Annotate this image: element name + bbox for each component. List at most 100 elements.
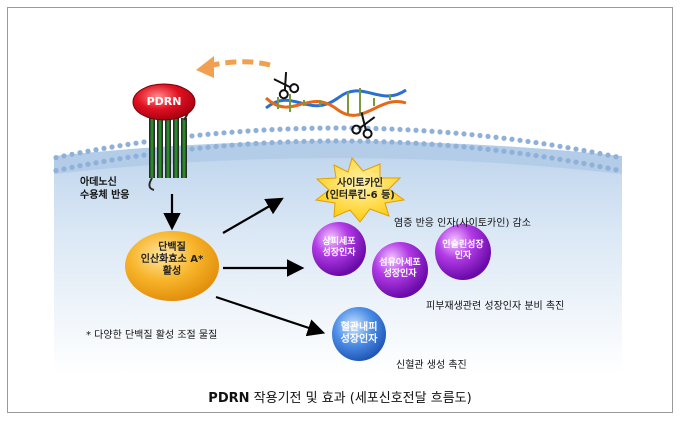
lipid-head [197, 145, 203, 151]
signal-diagram [53, 56, 622, 374]
lipid-head [341, 125, 347, 131]
lipid-head [365, 138, 371, 144]
lipid-head [413, 127, 419, 133]
lipid-head [301, 138, 307, 145]
lipid-head [133, 140, 139, 146]
lipid-head [573, 159, 579, 165]
cytokine-effect: 염증 반응 인자(사이토카인) 감소 [394, 218, 531, 229]
lipid-head [93, 160, 99, 166]
lipid-head [557, 143, 563, 149]
adenosine-receptor-icon [148, 93, 193, 191]
lipid-head [493, 147, 499, 153]
lipid-head [197, 132, 203, 138]
growth-factor-3-line1: 인슐린성장 [442, 240, 484, 250]
lipid-head [605, 152, 611, 158]
incoming-arrow-head [196, 56, 214, 78]
pdrn-ligand [132, 83, 196, 121]
lipid-head [429, 128, 435, 134]
lipid-head [341, 138, 347, 144]
lipid-head [333, 125, 339, 131]
lipid-head [61, 166, 67, 172]
lipid-head [277, 139, 283, 145]
lipid-head [613, 154, 619, 160]
lipid-head [101, 158, 107, 164]
lipid-head [141, 139, 147, 145]
lipid-head [85, 161, 91, 167]
lipid-head [405, 140, 411, 146]
vascular-label-line1: 혈관내피 [340, 322, 378, 333]
lipid-head [461, 131, 467, 137]
lipid-head [461, 144, 467, 150]
lipid-head [501, 135, 507, 141]
lipid-head [133, 153, 139, 159]
growth-factor-2-line2: 성장인자 [383, 269, 417, 279]
lipid-head [533, 139, 539, 146]
lipid-head [493, 134, 499, 140]
lipid-head [453, 143, 459, 149]
lipid-head [213, 130, 219, 137]
vascular-effect: 신혈관 생성 촉진 [396, 360, 467, 371]
protein-kinase-a [125, 231, 219, 301]
growth-factor-3-label: 인슐린성장 인자 [433, 240, 493, 262]
lipid-head [245, 141, 251, 147]
lipid-head [557, 156, 563, 162]
lipid-head [317, 125, 323, 131]
lipid-head [525, 138, 531, 145]
diagram-frame: PDRN 아데노신 수용체 반응 단백질 인산화효소 A* 활성 * 다양한 단… [7, 7, 673, 413]
lipid-head [261, 127, 267, 133]
enzyme-label-line1: 단백질 [158, 242, 186, 253]
lipid-head [477, 145, 483, 152]
incoming-arrow [207, 59, 271, 69]
lipid-head [189, 133, 195, 139]
cytokine-burst [314, 156, 406, 223]
lipid-head [93, 147, 99, 153]
lipid-head [541, 141, 547, 147]
lipid-head [277, 126, 283, 132]
lipid-head [357, 138, 363, 144]
arrow-enzyme-to-vascular [215, 295, 326, 337]
lipid-head [477, 132, 483, 139]
lipid-head [205, 144, 211, 150]
footnote: * 다양한 단백질 활성 조절 물질 [86, 330, 218, 341]
lipid-head [517, 137, 523, 143]
lipid-head [125, 154, 131, 161]
caption-rest: 작용기전 및 효과 (세포신호전달 흐름도) [249, 391, 472, 406]
lipid-head [421, 128, 427, 134]
growth-effect: 피부재생관련 성장인자 분비 촉진 [426, 301, 565, 312]
lipid-head [613, 167, 619, 173]
epidermal-growth-factor [312, 222, 366, 276]
lipid-head [269, 127, 275, 133]
lipid-head [373, 138, 379, 145]
lipid-head [77, 163, 83, 169]
lipid-head [437, 129, 443, 135]
lipid-head [469, 132, 475, 138]
lipid-head [589, 162, 595, 168]
lipid-head [253, 140, 259, 147]
lipid-head [325, 138, 331, 144]
lipid-head [597, 150, 603, 157]
lipid-head [237, 141, 243, 148]
lipid-head [533, 152, 539, 159]
diagram-caption: PDRN 작용기전 및 효과 (세포신호전달 흐름도) [8, 387, 672, 406]
lipid-head [389, 139, 395, 145]
lipid-head [397, 126, 403, 133]
lipid-head [253, 127, 259, 134]
lipid-head [541, 154, 547, 160]
lipid-head [453, 130, 459, 136]
lipid-head [333, 138, 339, 144]
dna-helix-icon [264, 88, 407, 117]
scissors-icon [273, 72, 300, 100]
lipid-head [509, 136, 515, 142]
growth-factor-1-line2: 성장인자 [322, 248, 356, 258]
lipid-head [237, 128, 243, 135]
lipid-head [421, 141, 427, 147]
lipid-head [261, 140, 267, 146]
lipid-head [53, 167, 59, 174]
vascular-label-line2: 성장인자 [340, 334, 378, 345]
lipid-head [509, 149, 515, 155]
growth-factor-2-line1: 섬유아세포 [379, 258, 421, 268]
lipid-head [429, 141, 435, 147]
lipid-head [301, 125, 307, 132]
lipid-head [381, 126, 387, 132]
lipid-head [77, 150, 83, 156]
